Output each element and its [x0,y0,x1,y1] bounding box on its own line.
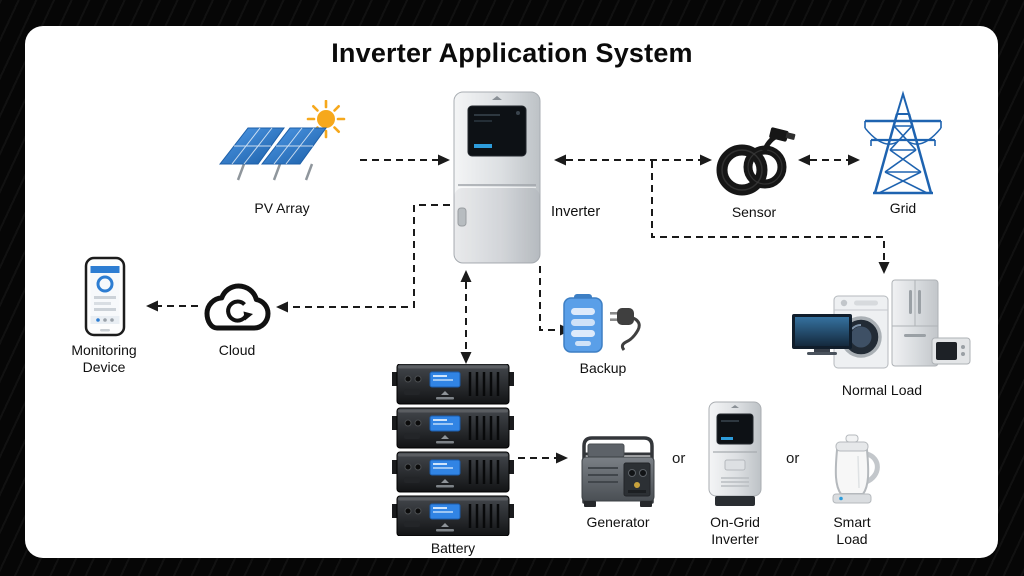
node-normal-load: Normal Load [792,278,972,399]
battery-label: Battery [430,540,476,556]
node-cloud: Cloud [201,282,273,359]
page-title: Inverter Application System [331,38,693,68]
microwave-icon [931,337,971,365]
fridge-icon [891,279,939,367]
generator-icon [581,436,655,507]
monitoring-device-label: Monitoring Device [71,342,137,376]
sensor-label: Sensor [731,204,777,220]
backup-icon [563,294,641,353]
pv-array-icon [218,100,346,181]
node-monitoring-device: Monitoring Device [71,256,137,376]
smart-load-label: Smart Load [833,514,871,548]
node-smart-load: Smart Load [824,428,880,548]
inverter-label: Inverter [551,204,601,220]
backup-label: Backup [579,360,627,376]
inverter-icon [453,91,541,264]
node-battery: Battery [392,364,514,557]
normal-load-icon [792,279,971,369]
pv-array-label: PV Array [254,200,310,216]
grid-label: Grid [889,200,917,216]
node-sensor: Sensor [708,124,800,221]
sensor-icon [716,127,796,196]
monitoring-device-icon [84,256,126,337]
on-grid-inverter-icon [708,401,762,506]
battery-stack-icon [392,364,514,536]
or-separator-1: or [672,450,686,467]
cloud-sync-icon [204,283,271,331]
normal-load-label: Normal Load [841,382,923,398]
tv-icon [792,314,852,355]
on-grid-inverter-label: On-Grid Inverter [710,514,760,548]
node-on-grid-inverter: On-Grid Inverter [705,400,765,548]
node-pv-array: PV Array [216,100,348,217]
plug-icon [610,308,641,351]
or-separator-2: or [786,450,800,467]
grid-tower-icon [864,90,942,195]
node-inverter: Inverter [452,90,600,265]
node-grid: Grid [861,88,945,217]
node-generator: Generator [574,428,662,531]
cloud-label: Cloud [218,342,256,358]
kettle-icon [832,434,880,504]
node-backup: Backup [562,292,644,377]
generator-label: Generator [586,514,650,530]
